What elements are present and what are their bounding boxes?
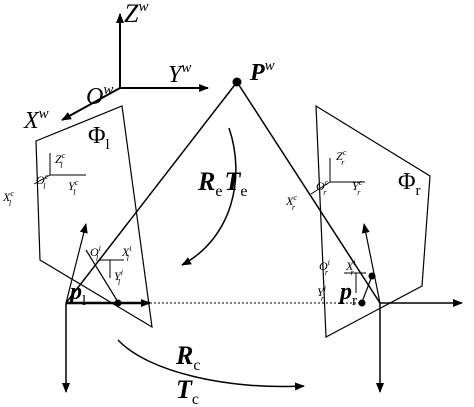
right-point-label: pr xyxy=(338,279,357,309)
right-camera-frame xyxy=(310,158,365,195)
left-projection-ray xyxy=(65,81,238,304)
world-x-axis xyxy=(61,87,121,121)
world-z-label: Zw xyxy=(124,0,148,28)
right-image-frame xyxy=(344,272,366,293)
rc-tc-arrow xyxy=(117,339,305,391)
world-y-label: Yw xyxy=(168,60,191,88)
world-origin-label: Ow xyxy=(86,82,113,110)
world-point-label: Pw xyxy=(249,58,275,86)
rc-label: Rc xyxy=(175,341,200,374)
left-image-point-dot xyxy=(114,299,122,307)
right-image-point-dot xyxy=(358,299,366,307)
left-image-frame xyxy=(100,259,124,278)
left-image-plane xyxy=(35,105,153,329)
world-point-dot xyxy=(232,77,242,87)
right-image-point-dot-upper xyxy=(368,272,376,280)
world-frame xyxy=(61,13,209,121)
right-projection-ray xyxy=(236,81,381,304)
re-te-arrow xyxy=(181,127,237,266)
right-plane-label: Φr xyxy=(398,169,421,199)
left-plane-label: Φl xyxy=(88,123,110,153)
right-image-plane xyxy=(315,104,431,338)
left-camera-frame xyxy=(33,153,86,185)
right-bottom-frame xyxy=(361,223,463,393)
tc-label: Tc xyxy=(176,375,199,407)
re-te-label: ReTe xyxy=(197,167,247,200)
left-point-label: pl xyxy=(68,279,86,309)
world-x-label: Xw xyxy=(23,106,49,134)
